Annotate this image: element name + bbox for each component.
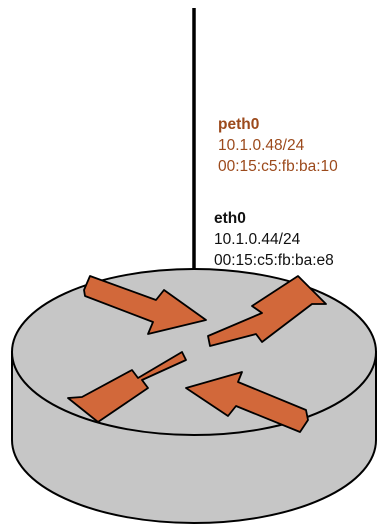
interface-name: eth0 <box>214 210 246 227</box>
interface-mac: 00:15:c5:fb:ba:e8 <box>214 252 334 269</box>
router-body-top <box>11 268 377 436</box>
interface-ip: 10.1.0.44/24 <box>214 231 301 248</box>
interface-peth0-label: peth0 10.1.0.48/24 00:15:c5:fb:ba:10 <box>218 114 338 177</box>
interface-eth0-label: eth0 10.1.0.44/24 00:15:c5:fb:ba:e8 <box>214 208 334 271</box>
router-arrow-in-top <box>83 275 207 335</box>
router-arrow-in-bottom <box>185 371 309 433</box>
router-arrow-out-bottom <box>67 351 187 423</box>
router-icon <box>11 268 377 524</box>
router-arrow-out-top <box>207 275 327 347</box>
interface-mac: 00:15:c5:fb:ba:10 <box>218 158 338 175</box>
interface-ip: 10.1.0.48/24 <box>218 137 305 154</box>
interface-name: peth0 <box>218 116 260 133</box>
